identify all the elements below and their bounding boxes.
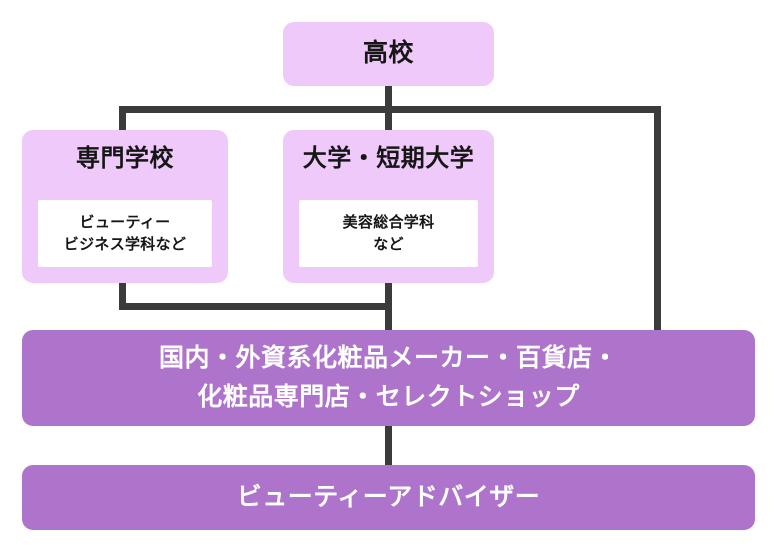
university-detail-line-1: 美容総合学科 xyxy=(342,213,435,231)
node-employers[interactable]: 国内・外資系化粧品メーカー・百貨店・ 化粧品専門店・セレクトショップ xyxy=(22,330,755,426)
connector-highschool-direct-to-employers xyxy=(654,106,661,334)
node-vocational-school-detail: ビューティー ビジネス学科など xyxy=(38,200,212,267)
node-highschool-label: 高校 xyxy=(362,39,414,68)
connector-vocational-stem xyxy=(119,279,126,310)
node-beauty-advisor-label: ビューティーアドバイザー xyxy=(236,482,541,511)
university-detail-line-2: など xyxy=(373,235,404,253)
node-university-detail: 美容総合学科 など xyxy=(299,200,478,267)
vocational-detail-line-2: ビジネス学科など xyxy=(63,235,187,253)
connector-to-university xyxy=(385,106,392,136)
node-beauty-advisor[interactable]: ビューティーアドバイザー xyxy=(22,465,755,530)
node-university[interactable]: 大学・短期大学 美容総合学科 など xyxy=(283,130,494,283)
connector-to-vocational xyxy=(119,106,126,136)
node-highschool[interactable]: 高校 xyxy=(283,22,494,86)
node-employers-label: 国内・外資系化粧品メーカー・百貨店・ 化粧品専門店・セレクトショップ xyxy=(159,339,618,417)
node-vocational-school-label: 専門学校 xyxy=(76,145,174,172)
connector-employers-to-role xyxy=(385,424,392,469)
node-university-label: 大学・短期大学 xyxy=(302,145,475,172)
vocational-detail-line-1: ビューティー xyxy=(79,213,171,231)
connector-schools-merge-bus xyxy=(119,303,392,310)
employers-label-line-1: 国内・外資系化粧品メーカー・百貨店・ xyxy=(158,344,618,373)
employers-label-line-2: 化粧品専門店・セレクトショップ xyxy=(197,383,580,411)
connector-schools-to-employers xyxy=(385,303,392,334)
connector-university-stem xyxy=(385,279,392,310)
connector-highschool-stem xyxy=(385,85,392,112)
node-vocational-school[interactable]: 専門学校 ビューティー ビジネス学科など xyxy=(22,130,228,283)
